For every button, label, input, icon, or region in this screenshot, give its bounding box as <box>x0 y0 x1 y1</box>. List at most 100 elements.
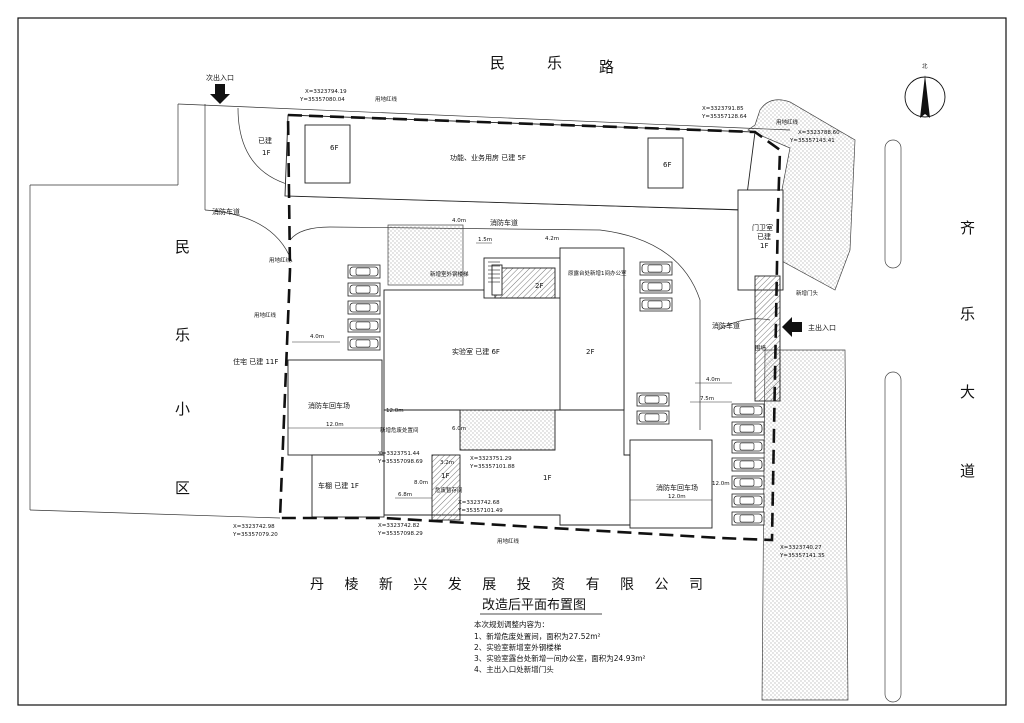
office-block <box>284 114 756 211</box>
svg-text:齐: 齐 <box>960 219 977 237</box>
svg-text:12.0m: 12.0m <box>386 408 404 414</box>
svg-text:实验室 已建 6F: 实验室 已建 6F <box>452 347 500 356</box>
svg-text:X=3323788.60: X=3323788.60 <box>798 130 840 136</box>
svg-text:3.2m: 3.2m <box>440 460 454 466</box>
svg-text:原露台处新增1间办公室: 原露台处新增1间办公室 <box>568 269 627 277</box>
steel-stair <box>488 261 500 283</box>
svg-text:4.0m: 4.0m <box>310 334 324 340</box>
svg-text:X=3323742.68: X=3323742.68 <box>458 500 500 506</box>
parking-top-right <box>639 261 673 312</box>
svg-text:新增危废处置间: 新增危废处置间 <box>380 426 419 434</box>
svg-text:消防车道: 消防车道 <box>712 321 740 330</box>
svg-text:X=3323794.19: X=3323794.19 <box>305 89 347 95</box>
svg-text:1F: 1F <box>441 472 449 480</box>
svg-text:用地红线: 用地红线 <box>269 256 292 264</box>
revision-notes: 本次规划调整内容为： 1、新增危废处置间，面积为27.52m² 2、实验室新增室… <box>474 619 646 674</box>
svg-text:用地红线: 用地红线 <box>776 118 799 126</box>
svg-text:4.0m: 4.0m <box>706 377 720 383</box>
svg-text:大: 大 <box>960 383 977 401</box>
company-name: 丹 棱 新 兴 发 展 投 资 有 限 公 司 <box>310 577 711 593</box>
svg-text:消防车道: 消防车道 <box>212 207 240 216</box>
svg-text:乐: 乐 <box>960 305 977 323</box>
coordinates: X=3323794.19 Y=35357080.04 X=3323791.85 … <box>232 89 840 559</box>
svg-text:2F: 2F <box>535 282 543 290</box>
road-right: 齐 乐 大 道 <box>960 219 977 480</box>
svg-text:X=3323740.27: X=3323740.27 <box>780 545 822 551</box>
svg-text:1、新增危废处置间，面积为27.52m²: 1、新增危废处置间，面积为27.52m² <box>474 631 601 641</box>
svg-text:消防车回车场: 消防车回车场 <box>308 401 350 410</box>
svg-text:用地红线: 用地红线 <box>375 95 398 103</box>
main-entrance-arrow <box>782 317 802 337</box>
svg-text:已建: 已建 <box>757 232 771 241</box>
garage <box>311 454 385 518</box>
svg-text:新增门头: 新增门头 <box>796 289 819 297</box>
svg-text:Y=35357128.64: Y=35357128.64 <box>701 114 747 120</box>
main-entrance-label: 主出入口 <box>808 323 836 332</box>
svg-text:12.0m: 12.0m <box>712 481 730 487</box>
svg-text:乐: 乐 <box>175 326 192 344</box>
svg-text:6.8m: 6.8m <box>398 492 412 498</box>
svg-text:乐: 乐 <box>547 54 564 72</box>
secondary-entrance-label: 次出入口 <box>206 73 234 82</box>
svg-text:小: 小 <box>175 400 192 418</box>
small-1f <box>431 454 461 521</box>
dimension-labels: 4.0m 4.0m 1.5m 4.2m 4.0m 7.5m 12.0m 12.0… <box>310 218 730 500</box>
svg-text:X=3323751.44: X=3323751.44 <box>378 451 420 457</box>
svg-text:X=3323742.98: X=3323742.98 <box>233 524 275 530</box>
parking-mid-right <box>636 392 670 425</box>
svg-text:本次规划调整内容为：: 本次规划调整内容为： <box>474 619 549 629</box>
svg-text:已建: 已建 <box>258 136 272 145</box>
parking-right <box>731 403 765 526</box>
road-left: 民 乐 小 区 <box>175 238 192 497</box>
svg-text:Y=35357098.69: Y=35357098.69 <box>377 459 423 465</box>
drawing-frame <box>17 17 1007 706</box>
svg-text:Y=35357143.41: Y=35357143.41 <box>789 138 835 144</box>
svg-text:区: 区 <box>175 479 192 497</box>
office-6f-left <box>304 124 351 184</box>
svg-text:12.0m: 12.0m <box>326 422 344 428</box>
greenbelt <box>387 99 902 703</box>
svg-text:4.0m: 4.0m <box>452 218 466 224</box>
road-top: 民 乐 路 <box>490 54 616 76</box>
svg-text:Y=35357098.29: Y=35357098.29 <box>377 531 423 537</box>
north-arrow-icon <box>904 75 946 118</box>
svg-text:6F: 6F <box>663 161 671 169</box>
svg-text:围墙: 围墙 <box>755 344 767 352</box>
new-office <box>494 267 556 299</box>
svg-text:住宅 已建 11F: 住宅 已建 11F <box>233 357 278 366</box>
svg-text:6F: 6F <box>330 144 338 152</box>
svg-text:民: 民 <box>175 238 192 256</box>
svg-text:用地红线: 用地红线 <box>254 311 277 319</box>
guard-room <box>737 189 784 291</box>
svg-text:X=3323751.29: X=3323751.29 <box>470 456 512 462</box>
drawing-title: 改造后平面布置图 <box>482 598 586 613</box>
svg-text:用地红线: 用地红线 <box>497 537 520 545</box>
svg-text:1F: 1F <box>760 242 768 250</box>
north-label: 北 <box>922 62 928 70</box>
secondary-entrance-arrow <box>210 84 230 104</box>
property-boundary <box>278 113 782 542</box>
new-gate <box>754 275 781 402</box>
svg-text:危废暂存间: 危废暂存间 <box>435 486 463 494</box>
svg-text:Y=35357079.20: Y=35357079.20 <box>232 532 278 538</box>
buildings <box>284 114 784 529</box>
office-6f-right <box>647 137 684 189</box>
svg-text:Y=35357101.88: Y=35357101.88 <box>469 464 515 470</box>
svg-text:1F: 1F <box>262 149 270 157</box>
svg-text:车棚 已建 1F: 车棚 已建 1F <box>318 481 359 490</box>
area-labels: 消防车道 消防车道 消防车道 消防车回车场 消防车回车场 <box>212 207 740 492</box>
svg-text:X=3323742.82: X=3323742.82 <box>378 523 420 529</box>
svg-text:路: 路 <box>599 58 616 76</box>
svg-text:消防车道: 消防车道 <box>490 218 518 227</box>
svg-text:功能、业务用房 已建 5F: 功能、业务用房 已建 5F <box>450 153 526 162</box>
svg-text:2、实验室新增室外钢楼梯: 2、实验室新增室外钢楼梯 <box>474 642 562 652</box>
svg-text:Y=35357101.49: Y=35357101.49 <box>457 508 503 514</box>
parking-left <box>347 264 381 351</box>
svg-text:民: 民 <box>490 54 507 72</box>
svg-text:4.2m: 4.2m <box>545 236 559 242</box>
svg-text:门卫室: 门卫室 <box>752 223 773 232</box>
svg-text:Y=35357080.04: Y=35357080.04 <box>299 97 345 103</box>
dimension-lines <box>288 242 732 501</box>
svg-text:道: 道 <box>960 462 977 480</box>
